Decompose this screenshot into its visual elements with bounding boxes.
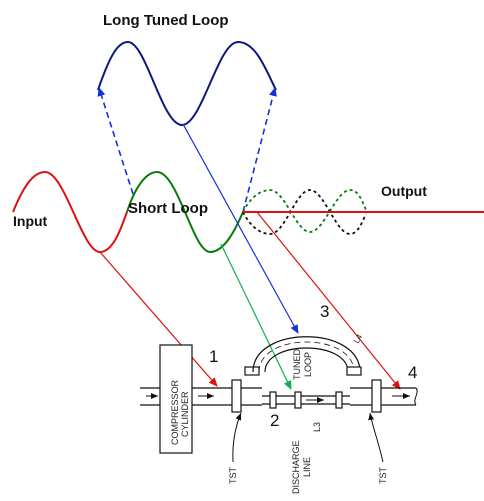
- diagram-title: Long Tuned Loop: [103, 12, 229, 29]
- tuned-loop-text-1: TUNED: [292, 349, 302, 380]
- tst-left-text: TST: [228, 466, 238, 484]
- discharge-text-2: LINE: [302, 457, 312, 477]
- right-tee-flange: [346, 366, 362, 376]
- input-wave: [12, 170, 128, 254]
- blue-arrow-to-3: [182, 123, 299, 334]
- output-black-dotted: [242, 189, 367, 235]
- point-4-label: 4: [408, 363, 417, 382]
- compressor-text-1: COMPRESSOR: [170, 379, 180, 445]
- red-arrow-to-1: [99, 251, 218, 387]
- tuned-loop-pipe: [252, 336, 361, 373]
- long-loop-wave: [97, 40, 277, 127]
- left-tee-flange: [244, 366, 260, 376]
- point-3-label: 3: [320, 302, 329, 321]
- l3-text: L3: [312, 422, 322, 432]
- green-arrow-to-2: [220, 243, 292, 390]
- compressor-text-2: CYLINDER: [180, 391, 190, 437]
- tuned-loop-text-2: LOOP: [303, 352, 313, 377]
- compressor-cylinder: [159, 344, 193, 454]
- left-flange: [231, 379, 242, 413]
- input-label: Input: [13, 213, 48, 229]
- long-loop-right-dashed: [242, 87, 277, 213]
- tst-right-text: TST: [378, 466, 388, 484]
- short-loop-label: Short Loop: [128, 200, 208, 217]
- right-flange: [371, 379, 382, 413]
- red-arrow-to-4: [256, 211, 401, 390]
- inner-flange-left: [269, 391, 277, 409]
- point-1-label: 1: [209, 347, 218, 366]
- short-loop-wave: [126, 170, 244, 254]
- piping-drawing: [140, 336, 418, 463]
- inner-flange-right: [335, 391, 343, 409]
- long-loop-left-dashed: [97, 87, 134, 195]
- output-green-dotted: [242, 189, 367, 233]
- point-2-label: 2: [270, 411, 279, 430]
- discharge-text-1: DISCHARGE: [291, 440, 301, 494]
- output-label: Output: [381, 183, 427, 199]
- inner-flange-mid: [294, 391, 302, 409]
